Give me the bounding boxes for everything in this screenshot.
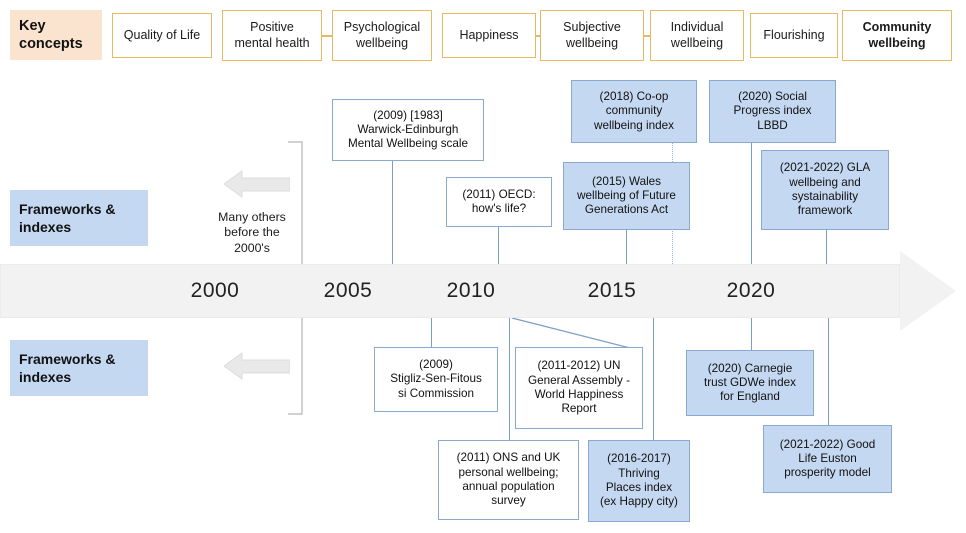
timeline-year-2020: 2020 — [726, 279, 776, 302]
category-label-0: Frameworks & indexes — [10, 190, 148, 246]
event-above-connector-5 — [826, 230, 828, 264]
key-concept-0[interactable]: Quality of Life — [112, 13, 212, 58]
diagonal-connector — [511, 317, 639, 351]
key-concept-7[interactable]: Community wellbeing — [842, 10, 952, 61]
event-above-connector-0 — [392, 161, 394, 264]
timeline-year-2015: 2015 — [587, 279, 637, 302]
event-below-3[interactable]: (2016-2017) Thriving Places index (ex Ha… — [588, 440, 690, 522]
concept-connector-1 — [536, 35, 540, 37]
event-above-2[interactable]: (2018) Co-op community wellbeing index — [571, 80, 697, 143]
event-above-connector-3 — [626, 230, 628, 264]
event-below-2[interactable]: (2011) ONS and UK personal wellbeing; an… — [438, 440, 579, 520]
many-others-arrow-bottom — [224, 352, 290, 380]
event-below-0[interactable]: (2009) Stigliz-Sen-Fitous si Commission — [374, 347, 498, 412]
event-below-connector-2 — [509, 318, 511, 440]
event-below-connector-0 — [431, 318, 433, 347]
key-concept-2[interactable]: Psychological wellbeing — [332, 10, 432, 61]
timeline-bar — [0, 264, 900, 318]
event-above-connector-1 — [498, 227, 500, 264]
event-below-1[interactable]: (2011-2012) UN General Assembly - World … — [515, 347, 643, 429]
many-others-arrow-top — [224, 170, 290, 198]
event-below-connector-3 — [653, 318, 655, 440]
timeline-year-2005: 2005 — [323, 279, 373, 302]
concept-connector-0 — [322, 35, 332, 37]
key-concept-1[interactable]: Positive mental health — [222, 10, 322, 61]
concept-connector-2 — [644, 35, 650, 37]
key-concepts-header: Key concepts — [10, 10, 102, 60]
event-above-3[interactable]: (2015) Wales wellbeing of Future Generat… — [563, 162, 690, 230]
event-above-5[interactable]: (2021-2022) GLA wellbeing and systainabi… — [761, 150, 889, 230]
timeline-year-2010: 2010 — [446, 279, 496, 302]
key-concept-4[interactable]: Subjective wellbeing — [540, 10, 644, 61]
event-below-5[interactable]: (2021-2022) Good Life Euston prosperity … — [763, 425, 892, 493]
event-above-4[interactable]: (2020) Social Progress index LBBD — [709, 80, 836, 143]
timeline-arrowhead — [900, 251, 956, 331]
many-others-label-top: Many others before the 2000's — [218, 210, 286, 255]
key-concept-5[interactable]: Individual wellbeing — [650, 10, 744, 61]
key-concept-3[interactable]: Happiness — [442, 13, 536, 58]
category-label-1: Frameworks & indexes — [10, 340, 148, 396]
key-concept-6[interactable]: Flourishing — [750, 13, 838, 58]
timeline-year-2000: 2000 — [190, 279, 240, 302]
event-below-connector-5 — [828, 318, 830, 425]
event-above-connector-4 — [751, 143, 753, 264]
event-above-1[interactable]: (2011) OECD: how's life? — [446, 177, 552, 227]
event-above-0[interactable]: (2009) [1983] Warwick-Edinburgh Mental W… — [332, 99, 484, 161]
event-below-4[interactable]: (2020) Carnegie trust GDWe index for Eng… — [686, 350, 814, 416]
event-below-connector-4 — [751, 318, 753, 350]
